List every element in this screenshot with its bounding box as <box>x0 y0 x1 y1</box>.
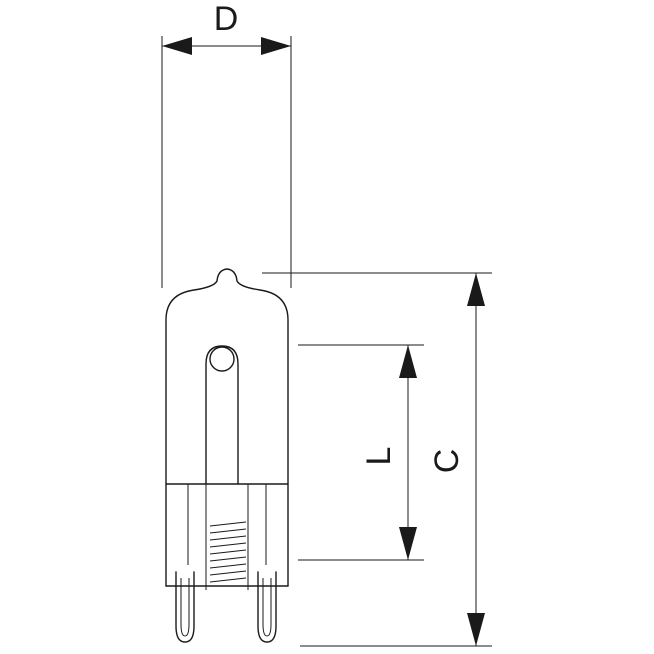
label-c: C <box>428 449 466 474</box>
arrow-l-top <box>399 345 417 378</box>
pin-loop-left-inner <box>180 578 190 637</box>
label-l: L <box>360 447 398 466</box>
dimension-l: L <box>298 344 424 561</box>
pin-loop-right-inner <box>262 578 272 637</box>
pin-loop-left <box>175 571 195 643</box>
arrow-top <box>467 273 485 306</box>
filament-capsule <box>205 345 239 485</box>
filament-tip <box>209 346 235 372</box>
lamp-body <box>165 268 289 643</box>
pin-loop-right <box>257 571 277 643</box>
arrow-bottom <box>467 613 485 646</box>
glass-envelope <box>165 268 289 587</box>
dimension-d: D <box>161 0 292 288</box>
seal-coil <box>209 521 247 583</box>
arrow-left <box>162 37 192 55</box>
label-d: D <box>214 0 239 38</box>
dimension-c: C <box>262 272 492 647</box>
arrow-right <box>261 37 291 55</box>
arrow-l-bottom <box>399 527 417 560</box>
